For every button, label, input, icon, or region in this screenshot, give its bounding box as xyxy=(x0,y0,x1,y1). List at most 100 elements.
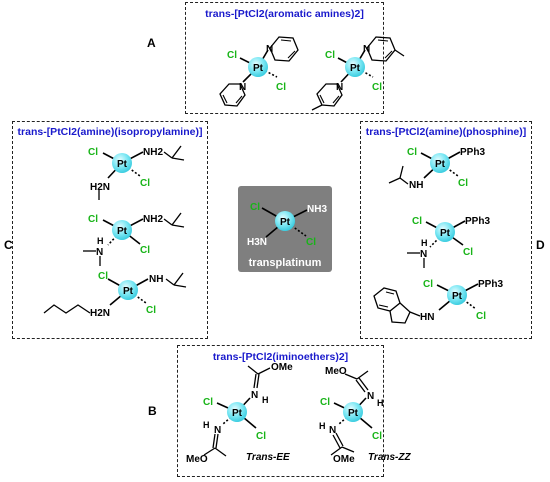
cl-label: Cl xyxy=(256,431,266,442)
cl-label: Cl xyxy=(88,147,98,158)
cl-label: Cl xyxy=(372,431,382,442)
cl-label: Cl xyxy=(463,247,473,258)
isomer-label-zz: Trans-ZZ xyxy=(368,452,411,463)
box-title-phosphine: trans-[PtCl2(amine)(phosphine)] xyxy=(365,126,527,138)
h2n-label: H2N xyxy=(90,182,110,193)
pt-label: Pt xyxy=(117,226,128,237)
cl-label: Cl xyxy=(140,245,150,256)
pph3-label: PPh3 xyxy=(465,216,490,227)
nh3-label: NH3 xyxy=(307,204,327,215)
pt-label: Pt xyxy=(123,286,134,297)
n-label: N xyxy=(251,390,258,401)
h3n-label: H3N xyxy=(247,237,267,248)
cl-label: Cl xyxy=(203,397,213,408)
molecule-c3: Pt Cl NH H2N Cl xyxy=(43,271,187,319)
cl-label: Cl xyxy=(276,82,286,93)
pt-label: Pt xyxy=(440,228,451,239)
pt-label: Pt xyxy=(452,291,463,302)
nh-label: NH xyxy=(149,274,163,285)
meo-label: MeO xyxy=(186,454,208,465)
transplatinum-molecule: Pt Cl NH3 H3N Cl xyxy=(247,202,327,248)
pt-atom xyxy=(435,222,455,242)
pt-label: Pt xyxy=(117,159,128,170)
pt-atom xyxy=(112,153,132,173)
n-label: N xyxy=(266,44,273,55)
n-label: N xyxy=(239,82,246,93)
n-label: N xyxy=(214,425,221,436)
h-label: H xyxy=(421,238,428,248)
pt-label: Pt xyxy=(435,159,446,170)
ome-label: OMe xyxy=(333,454,355,465)
pt-atom xyxy=(248,57,268,77)
cl-label: Cl xyxy=(412,216,422,227)
label-d: D xyxy=(536,238,545,252)
pt-label: Pt xyxy=(280,217,291,228)
pt-label: Pt xyxy=(232,408,243,419)
hn-label: HN xyxy=(420,312,434,323)
n-label: N xyxy=(367,391,374,402)
cl-label: Cl xyxy=(250,202,260,213)
label-c: C xyxy=(4,238,13,252)
nh2-label: NH2 xyxy=(143,214,163,225)
nh-label: NH xyxy=(409,180,423,191)
molecule-trans-zz: Pt Cl Cl N H MeO N H OMe Trans-ZZ xyxy=(319,366,411,465)
pt-label: Pt xyxy=(350,63,361,74)
h-label: H xyxy=(203,420,210,430)
cl-label: Cl xyxy=(227,50,237,61)
pt-atom xyxy=(447,285,467,305)
n-label: N xyxy=(329,425,336,436)
box-iminoethers: trans-[PtCl2(iminoethers)2] xyxy=(177,345,384,477)
cl-label: Cl xyxy=(98,271,108,282)
molecule-c2: Pt Cl NH2 H N Cl xyxy=(83,212,185,266)
pph3-label: PPh3 xyxy=(478,279,503,290)
cl-label: Cl xyxy=(458,178,468,189)
pt-atom xyxy=(118,280,138,300)
molecule-d3: Pt Cl PPh3 HN Cl xyxy=(373,279,503,324)
molecule-trans-ee: Pt Cl Cl N H OMe N H MeO Trans-EE xyxy=(186,362,293,465)
cl-label: Cl xyxy=(140,178,150,189)
label-a: A xyxy=(147,36,156,50)
molecule-d1: Pt Cl PPh3 NH Cl xyxy=(388,147,485,191)
isomer-label-ee: Trans-EE xyxy=(246,452,290,463)
molecule-a2: Pt Cl Cl N N xyxy=(311,36,405,111)
h-label: H xyxy=(97,236,104,246)
cl-label: Cl xyxy=(146,305,156,316)
nh2-label: NH2 xyxy=(143,147,163,158)
n-label: N xyxy=(96,247,103,258)
pt-label: Pt xyxy=(253,63,264,74)
pt-label: Pt xyxy=(348,408,359,419)
ome-label: OMe xyxy=(271,362,293,373)
n-label: N xyxy=(363,44,370,55)
box-title-aromatic-amines: trans-[PtCl2(aromatic amines)2] xyxy=(205,8,364,20)
box-phosphine: trans-[PtCl2(amine)(phosphine)] xyxy=(360,121,532,339)
pt-atom xyxy=(227,402,247,422)
molecule-c1: Pt Cl NH2 H2N Cl xyxy=(88,145,185,200)
box-title-iminoethers: trans-[PtCl2(iminoethers)2] xyxy=(212,351,349,363)
box-isopropylamine: trans-[PtCl2(amine)(isopropylamine)] xyxy=(12,121,208,339)
pt-atom xyxy=(345,57,365,77)
h-label: H xyxy=(319,421,326,431)
pt-atom xyxy=(343,402,363,422)
cl-label: Cl xyxy=(407,147,417,158)
pt-atom xyxy=(430,153,450,173)
molecule-d2: Pt Cl PPh3 H N Cl xyxy=(407,216,490,268)
pt-atom xyxy=(112,220,132,240)
cl-label: Cl xyxy=(372,82,382,93)
transplatinum-caption: transplatinum xyxy=(248,257,322,269)
cl-label: Cl xyxy=(306,237,316,248)
pph3-label: PPh3 xyxy=(460,147,485,158)
n-label: N xyxy=(420,249,427,260)
label-b: B xyxy=(148,404,157,418)
meo-label: MeO xyxy=(325,366,347,377)
molecule-a1: Pt Cl Cl N N xyxy=(219,36,299,107)
cl-label: Cl xyxy=(320,397,330,408)
box-aromatic-amines: trans-[PtCl2(aromatic amines)2] xyxy=(185,2,384,114)
cl-label: Cl xyxy=(476,311,486,322)
cl-label: Cl xyxy=(88,214,98,225)
h-label: H xyxy=(262,395,269,405)
h-label: H xyxy=(377,398,384,408)
cl-label: Cl xyxy=(423,279,433,290)
cl-label: Cl xyxy=(325,50,335,61)
h2n-label: H2N xyxy=(90,308,110,319)
